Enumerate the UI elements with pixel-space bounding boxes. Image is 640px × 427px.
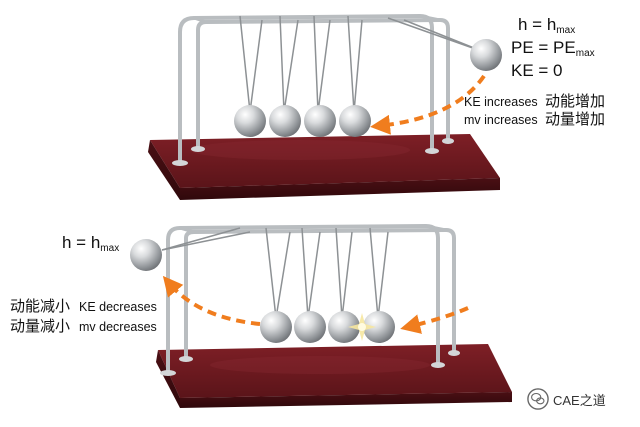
bottom-incoming-arrow bbox=[400, 306, 469, 334]
bottom-height-label: h = hmax bbox=[62, 234, 119, 254]
top-foot-4 bbox=[442, 138, 454, 144]
bottom-cradle-base bbox=[156, 344, 512, 408]
top-pe-label: PE = PEmax bbox=[511, 39, 595, 59]
top-ball-4 bbox=[339, 105, 371, 137]
watermark-text: CAE之道 bbox=[553, 392, 606, 408]
top-motion-arrow bbox=[370, 74, 486, 135]
top-ke-increase-cn: 动能增加 bbox=[545, 92, 606, 110]
bottom-foot-2 bbox=[179, 356, 193, 362]
bottom-ball-4 bbox=[363, 311, 395, 343]
top-height-label: h = hmax bbox=[518, 16, 575, 36]
bottom-foot-4 bbox=[448, 350, 460, 356]
top-ball-raised bbox=[470, 39, 502, 71]
bottom-ball-3 bbox=[328, 311, 360, 343]
bottom-ball-1 bbox=[260, 311, 292, 343]
top-foot-3 bbox=[425, 148, 439, 154]
bottom-height-sub: max bbox=[100, 243, 120, 254]
bottom-ball-raised bbox=[130, 239, 162, 271]
impact-sparkle-icon bbox=[348, 313, 376, 341]
bottom-cradle-frame bbox=[166, 223, 456, 374]
top-ke-increase-en: KE increases bbox=[464, 95, 538, 109]
top-cradle-frame bbox=[178, 13, 450, 164]
top-foot-1 bbox=[172, 160, 188, 166]
top-height-text: h = h bbox=[518, 15, 557, 34]
top-foot-2 bbox=[191, 146, 205, 152]
watermark: CAE之道 bbox=[527, 387, 606, 411]
bottom-ball-2 bbox=[294, 311, 326, 343]
top-ball-2 bbox=[269, 105, 301, 137]
top-pe-text: PE = PE bbox=[511, 38, 576, 57]
top-pe-sub: max bbox=[575, 48, 595, 59]
bottom-mv-decrease-cn: 动量减小 bbox=[10, 317, 71, 335]
bottom-outgoing-arrow bbox=[162, 275, 261, 326]
top-cradle-base bbox=[148, 134, 500, 200]
bottom-height-text: h = h bbox=[62, 233, 101, 252]
bottom-ke-decrease-en: KE decreases bbox=[79, 300, 157, 314]
wechat-icon bbox=[527, 388, 549, 410]
bottom-mv-decrease-en: mv decreases bbox=[79, 320, 157, 334]
bottom-cradle bbox=[130, 223, 512, 408]
top-cradle bbox=[148, 13, 502, 200]
top-mv-increase-en: mv increases bbox=[464, 113, 538, 127]
top-height-sub: max bbox=[556, 25, 576, 36]
bottom-foot-1 bbox=[160, 370, 176, 376]
bottom-foot-3 bbox=[431, 362, 445, 368]
bottom-ke-decrease-cn: 动能减小 bbox=[10, 297, 71, 315]
top-mv-increase-cn: 动量增加 bbox=[545, 110, 606, 128]
top-ball-3 bbox=[304, 105, 336, 137]
top-ke-label: KE = 0 bbox=[511, 61, 563, 80]
top-ball-1 bbox=[234, 105, 266, 137]
